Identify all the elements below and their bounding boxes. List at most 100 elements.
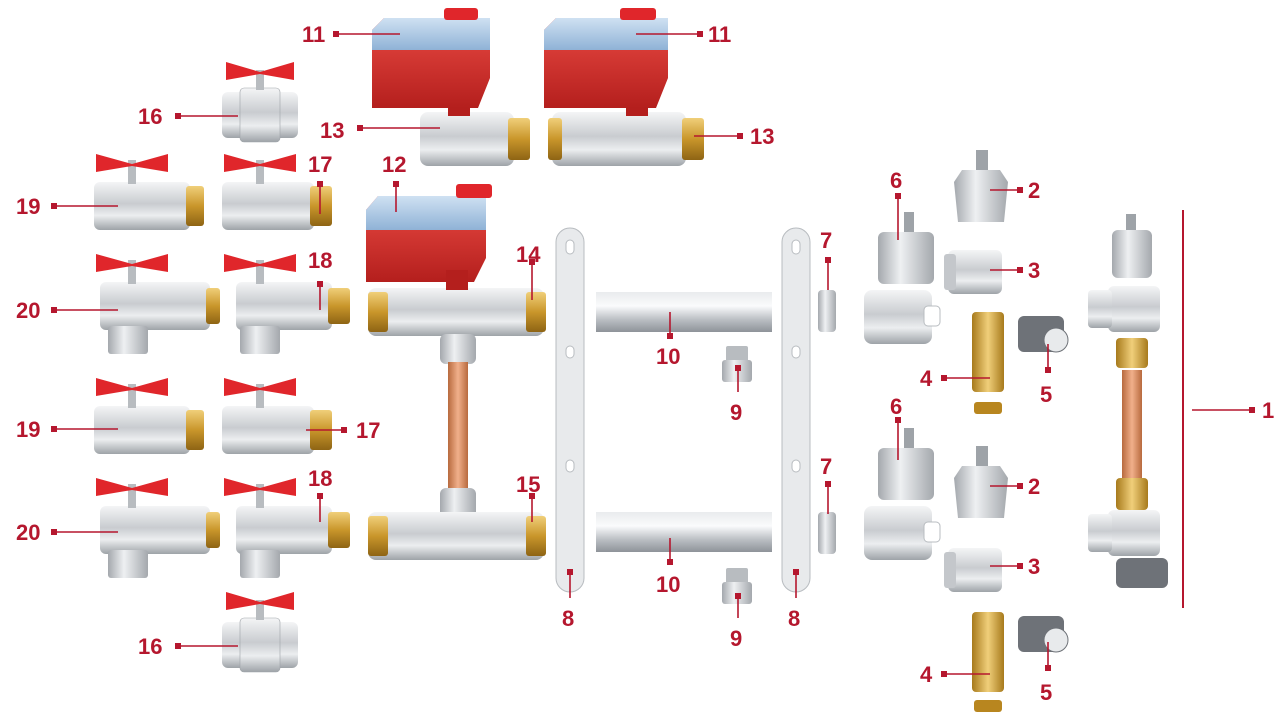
vent-valve-6-bottom [864,428,941,560]
marker-6-bottom [895,417,901,423]
marker-13-right [737,133,743,139]
label-17-bottom: 17 [356,418,380,443]
label-6-bottom: 6 [890,394,902,419]
bracket-8-left [555,227,585,593]
label-18-top: 18 [308,248,332,273]
drain-cock-4-bottom [972,612,1004,712]
label-13-right: 13 [750,124,774,149]
air-vent-2-bottom [954,446,1008,518]
manifold-bar-10-top [596,292,772,332]
label-9-top: 9 [730,400,742,425]
marker-5-bottom [1045,665,1051,671]
marker-11-right [697,31,703,37]
adapter-3-bottom [944,548,1002,592]
zone-valve-13-left [420,100,530,166]
marker-7-bottom [825,481,831,487]
label-4-top: 4 [920,366,933,391]
label-19-top: 19 [16,194,40,219]
marker-2-top [1017,187,1023,193]
label-13-left: 13 [320,118,344,143]
marker-3-bottom [1017,563,1023,569]
marker-5-top [1045,367,1051,373]
marker-4-top [941,375,947,381]
label-12: 12 [382,152,406,177]
marker-17-bottom [341,427,347,433]
label-2-bottom: 2 [1028,474,1040,499]
actuator-12 [366,184,492,290]
label-16-top: 16 [138,104,162,129]
marker-10-bottom [667,559,673,565]
marker-19-bottom [51,426,57,432]
marker-16-bottom [175,643,181,649]
label-6-top: 6 [890,168,902,193]
angle-valve-18-bottom [224,478,350,578]
label-1: 1 [1262,398,1274,423]
zone-valve-13-right [548,100,704,166]
ball-valve-19-bottom [94,378,204,454]
nut-7-top [818,290,836,332]
marker-20-bottom [51,529,57,535]
label-10-bottom: 10 [656,572,680,597]
marker-18-top [317,281,323,287]
marker-9-bottom [735,593,741,599]
marker-18-bottom [317,493,323,499]
label-16-bottom: 16 [138,634,162,659]
nut-7-bottom [818,512,836,554]
ball-valve-17-bottom [222,378,332,454]
marker-8-right [793,569,799,575]
marker-19-top [51,203,57,209]
label-9-bottom: 9 [730,626,742,651]
label-8-right: 8 [788,606,800,631]
label-11-left: 11 [302,22,325,47]
air-vent-2-top [954,150,1008,222]
gauge-5-bottom [1018,616,1069,653]
marker-15 [529,493,535,499]
label-2-top: 2 [1028,178,1040,203]
marker-14 [529,259,535,265]
marker-3-top [1017,267,1023,273]
marker-12 [393,181,399,187]
label-20-bottom: 20 [16,520,40,545]
label-3-top: 3 [1028,258,1040,283]
marker-2-bottom [1017,483,1023,489]
label-14: 14 [516,242,541,267]
label-4-bottom: 4 [920,662,933,687]
marker-13-left [357,125,363,131]
marker-7-top [825,257,831,263]
marker-8-left [567,569,573,575]
marker-20-top [51,307,57,313]
actuator-11-right [544,8,668,108]
angle-valve-20-top [96,254,220,354]
label-8-left: 8 [562,606,574,631]
label-17-top: 17 [308,152,332,177]
label-7-bottom: 7 [820,454,832,479]
adapter-3-top [944,250,1002,294]
plug-9-top [722,346,752,382]
bracket-8-right [781,227,811,593]
marker-6-top [895,193,901,199]
label-15: 15 [516,472,540,497]
marker-16-top [175,113,181,119]
vent-valve-6-top [864,212,941,344]
manifold-bar-10-bottom [596,512,772,552]
label-7-top: 7 [820,228,832,253]
ball-valve-16-bottom [222,592,298,673]
ball-valve-16-top [222,62,298,143]
marker-4-bottom [941,671,947,677]
marker-9-top [735,365,741,371]
label-5-bottom: 5 [1040,680,1052,705]
label-11-right: 11 [708,22,731,47]
assembled-unit-1 [1088,214,1168,588]
label-3-bottom: 3 [1028,554,1040,579]
actuator-11-left [372,8,490,108]
ball-valve-19-top [94,154,204,230]
label-5-top: 5 [1040,382,1052,407]
marker-1 [1249,407,1255,413]
bypass-assembly [368,288,546,560]
drain-cock-4-top [972,312,1004,414]
label-10-top: 10 [656,344,680,369]
label-18-bottom: 18 [308,466,332,491]
gauge-5-top [1018,316,1069,353]
